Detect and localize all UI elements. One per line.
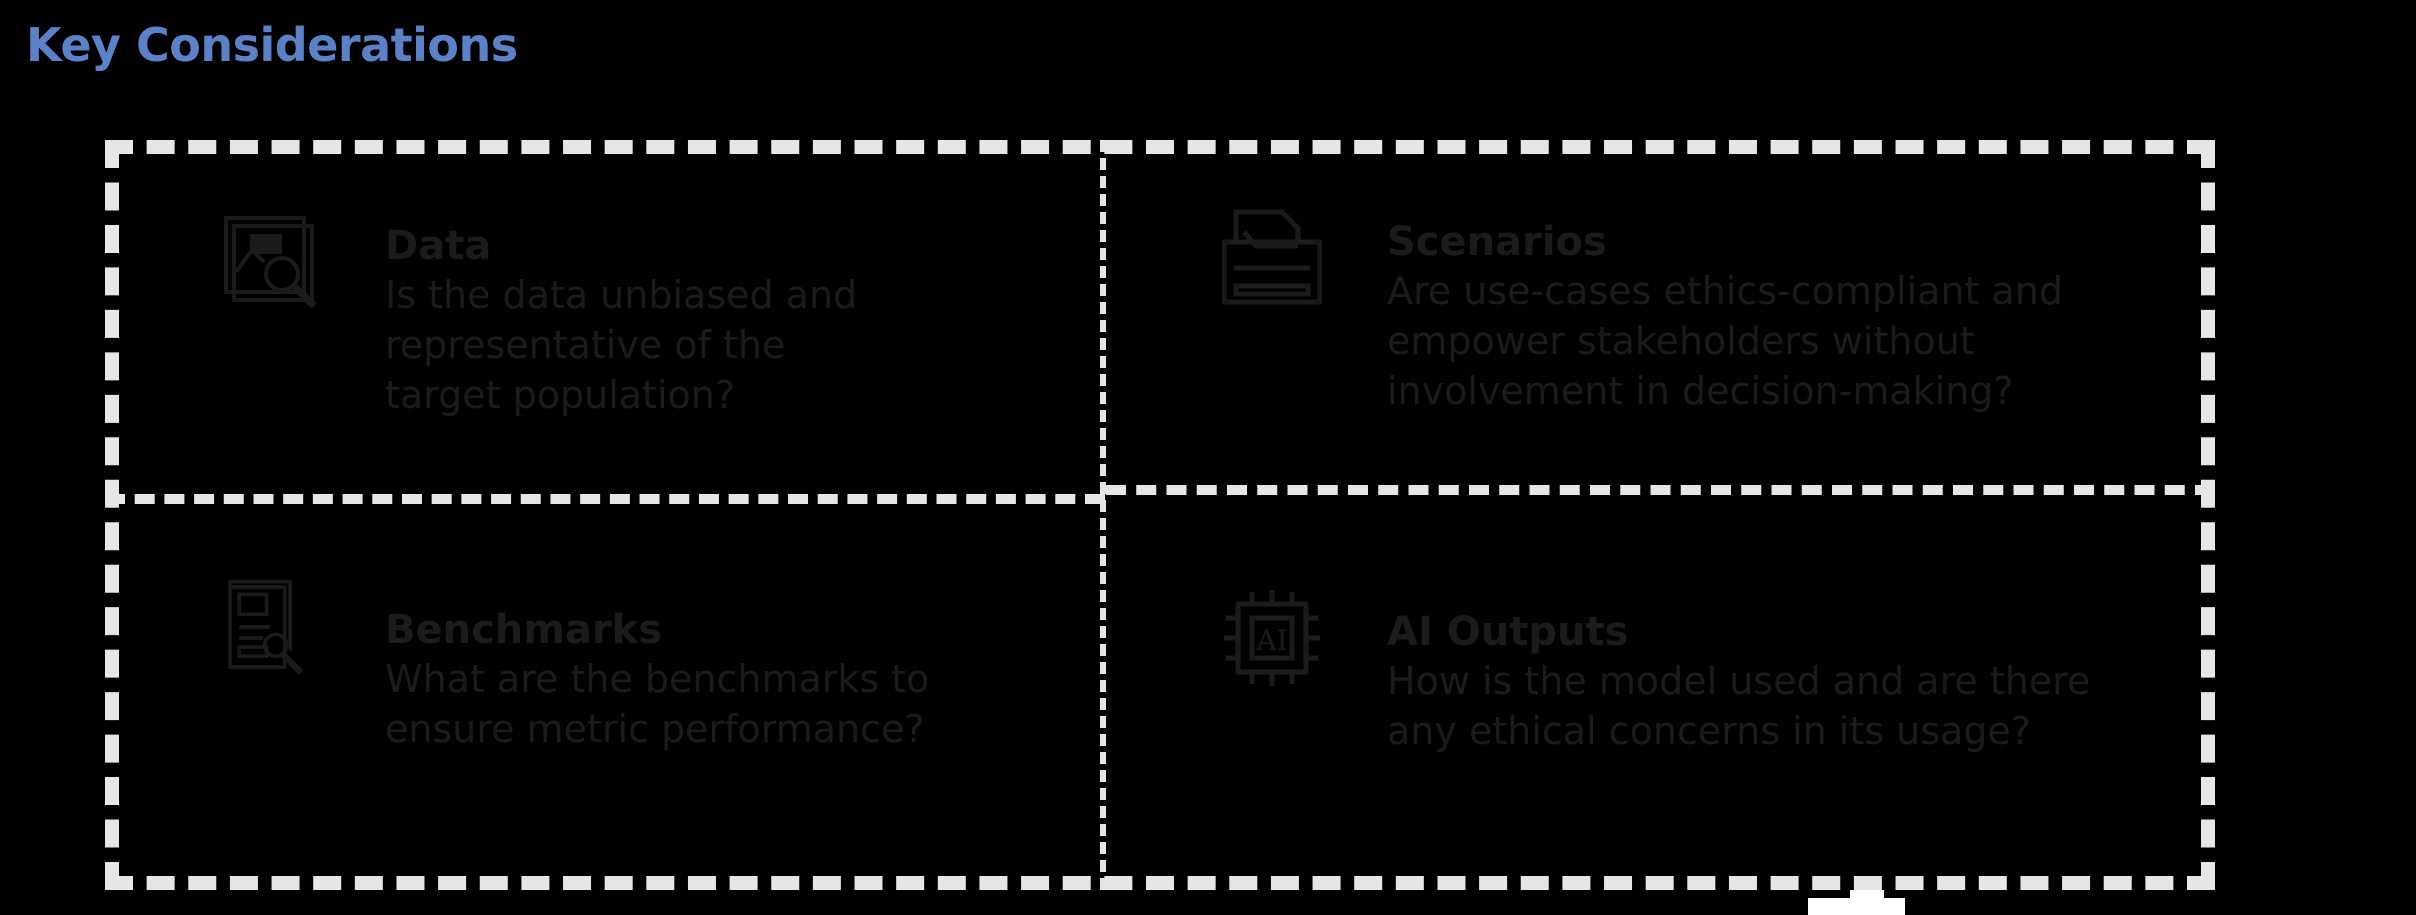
vertical-divider [1100, 140, 1106, 890]
cell-description: How is the model used and are there any … [1387, 659, 2091, 753]
ai-chip-icon: AI [1222, 588, 1322, 688]
report-search-icon [222, 578, 322, 678]
printer-document-icon [1221, 206, 1323, 306]
cell-description: Are use-cases ethics-compliant and empow… [1387, 269, 2064, 413]
page-title: Key Considerations [26, 18, 518, 72]
cell-title: AI Outputs [1387, 609, 1629, 655]
svg-text:AI: AI [1255, 624, 1287, 657]
cell-title: Benchmarks [385, 607, 663, 653]
horizontal-divider-left [105, 494, 1105, 504]
horizontal-divider-right [1106, 485, 2215, 495]
cell-description: Is the data unbiased and representative … [385, 273, 858, 417]
data-search-icon [222, 212, 322, 312]
bottom-connector-tab [1808, 890, 1905, 915]
considerations-frame [105, 140, 2215, 890]
cell-title: Data [385, 223, 492, 269]
cell-description: What are the benchmarks to ensure metric… [385, 657, 930, 751]
cell-title: Scenarios [1387, 219, 1607, 265]
